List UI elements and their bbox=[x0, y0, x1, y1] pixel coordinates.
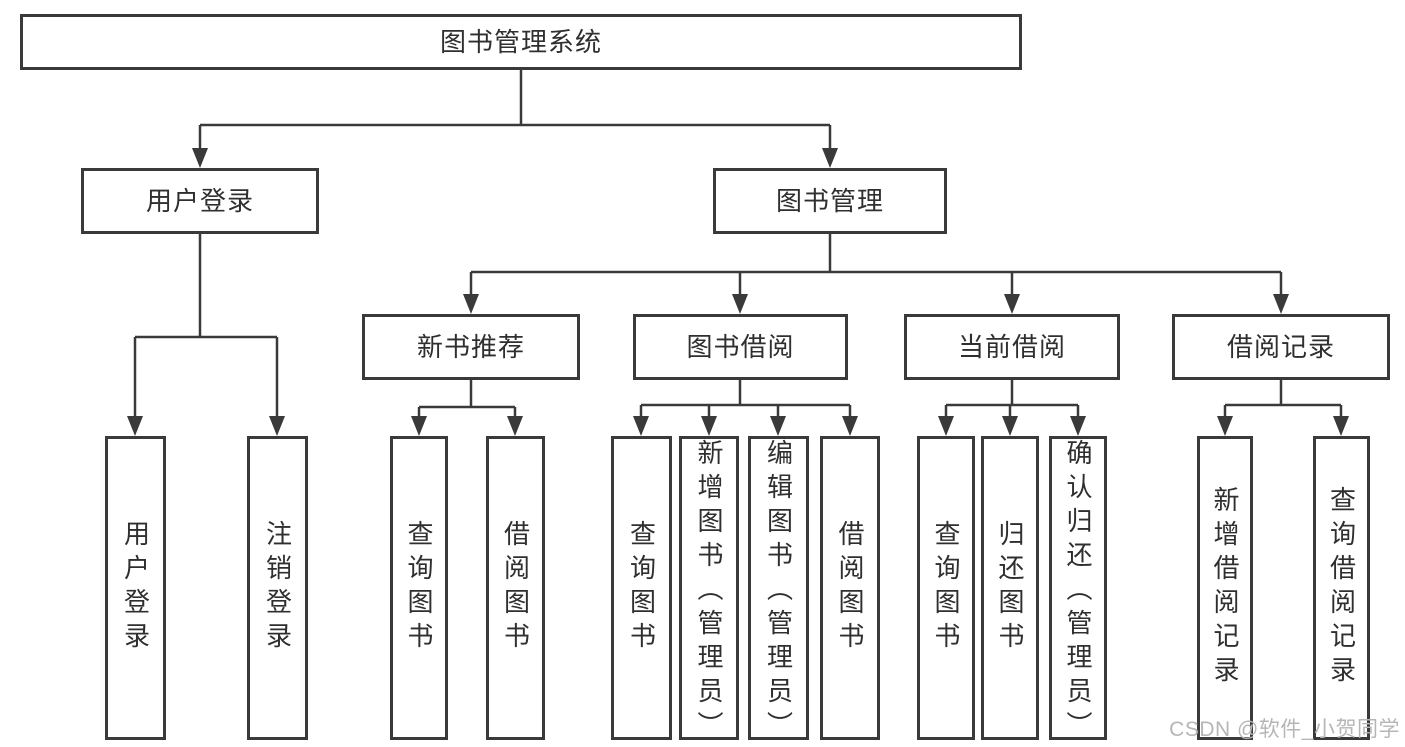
connector-user-login-children bbox=[127, 232, 285, 436]
leaf-borrowing-edit-books-admin: 编辑图书（管理员） bbox=[748, 436, 809, 740]
arrowhead bbox=[411, 416, 427, 436]
arrowhead bbox=[842, 416, 858, 436]
arrowhead bbox=[1217, 416, 1233, 436]
arrowhead bbox=[463, 294, 479, 314]
connector-borrowing-children bbox=[633, 378, 858, 436]
connector-records-children bbox=[1217, 378, 1349, 436]
arrowhead bbox=[127, 416, 143, 436]
connector-book-mgmt-to-level3 bbox=[463, 232, 1289, 314]
arrowhead bbox=[732, 294, 748, 314]
leaf-newbooks-borrow-books: 借阅图书 bbox=[486, 436, 545, 740]
leaf-borrowing-query-books: 查询图书 bbox=[611, 436, 672, 740]
leaf-newbooks-query-books: 查询图书 bbox=[390, 436, 448, 740]
leaf-user-login: 用户登录 bbox=[105, 436, 166, 740]
node-book-mgmt: 图书管理 bbox=[713, 168, 947, 234]
csdn-watermark: CSDN @软件_小贺同学 bbox=[1169, 718, 1400, 741]
arrowhead bbox=[1070, 416, 1086, 436]
arrowhead bbox=[507, 416, 523, 436]
leaf-borrowing-add-books-admin: 新增图书（管理员） bbox=[679, 436, 739, 740]
arrowhead bbox=[822, 148, 838, 168]
leaf-borrowing-borrow-books: 借阅图书 bbox=[820, 436, 880, 740]
arrowhead bbox=[633, 416, 649, 436]
arrowhead bbox=[770, 416, 786, 436]
arrowhead bbox=[192, 148, 208, 168]
connector-current-children bbox=[938, 378, 1086, 436]
node-current-borrowing: 当前借阅 bbox=[904, 314, 1120, 380]
leaf-current-confirm-return-admin: 确认归还（管理员） bbox=[1049, 436, 1107, 740]
node-new-books: 新书推荐 bbox=[362, 314, 580, 380]
leaf-records-query-record: 查询借阅记录 bbox=[1313, 436, 1370, 740]
arrowhead bbox=[1333, 416, 1349, 436]
leaf-current-return-books: 归还图书 bbox=[981, 436, 1039, 740]
node-borrow-records: 借阅记录 bbox=[1172, 314, 1390, 380]
connector-root-to-level2 bbox=[192, 68, 838, 168]
arrowhead bbox=[938, 416, 954, 436]
leaf-logout: 注销登录 bbox=[247, 436, 308, 740]
arrowhead bbox=[701, 416, 717, 436]
leaf-records-add-record: 新增借阅记录 bbox=[1197, 436, 1253, 740]
arrowhead bbox=[1004, 294, 1020, 314]
arrowhead bbox=[269, 416, 285, 436]
leaf-current-query-books: 查询图书 bbox=[917, 436, 975, 740]
node-root: 图书管理系统 bbox=[20, 14, 1022, 70]
arrowhead bbox=[1002, 416, 1018, 436]
arrowhead bbox=[1273, 294, 1289, 314]
node-user-login: 用户登录 bbox=[81, 168, 319, 234]
connector-new-books-children bbox=[411, 378, 523, 436]
node-book-borrowing: 图书借阅 bbox=[633, 314, 848, 380]
